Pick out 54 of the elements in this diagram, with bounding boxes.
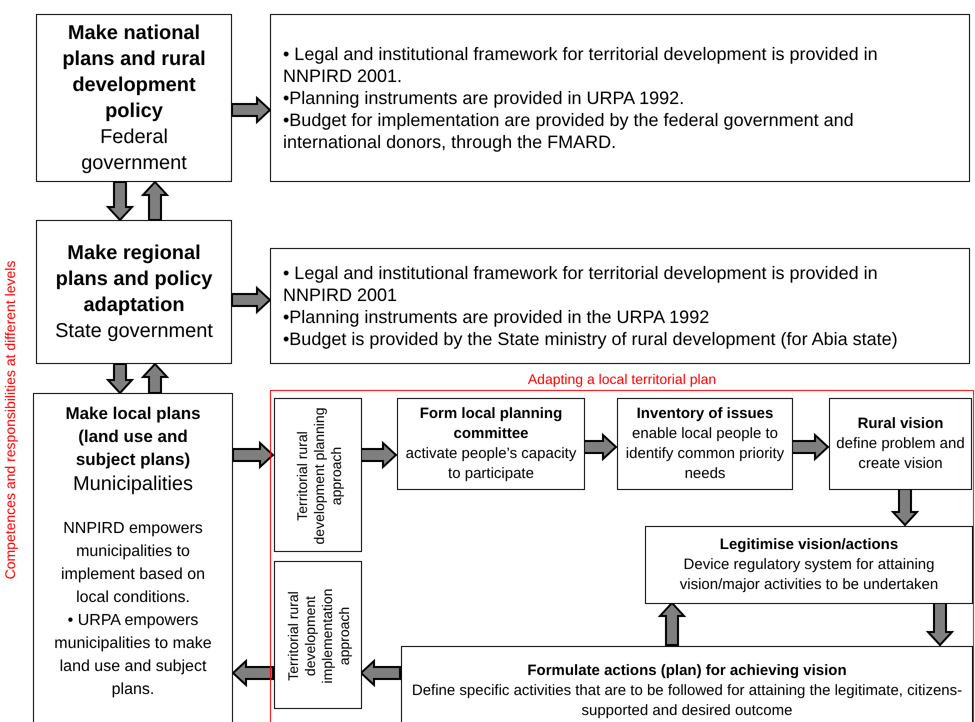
block-arrow	[231, 96, 272, 124]
block-arrow	[360, 658, 401, 688]
box-subtitle: Federal government	[80, 125, 188, 176]
step-description: Define specific activities that are to be followed for attaining the legitimate, citizens-supported and desired outcome	[410, 681, 964, 721]
rotated-text: Territorial rural development planning approach	[292, 406, 345, 546]
step-description: Device regulatory system for attaining vision/major activities to be undertaken	[678, 555, 940, 595]
bullet-text: • Legal and institutional framework for territorial development is provided in NNPIRD 2001.	[283, 43, 879, 87]
block-arrow	[658, 602, 686, 646]
step-heading: Formulate actions (plan) for achieving vision	[527, 661, 847, 681]
box-heading: Make regional plans and policy adaptation	[54, 241, 214, 318]
step-heading: Legitimise vision/actions	[720, 535, 898, 555]
box-subtitle: Municipalities	[72, 472, 194, 497]
bullet-text: •Planning instruments are provided in URPA 1992.	[283, 87, 686, 109]
block-arrow	[232, 440, 274, 470]
block-arrow	[360, 440, 398, 470]
block-arrow	[791, 432, 830, 462]
level-box	[36, 220, 232, 364]
step-heading: Inventory of issues	[636, 404, 774, 424]
block-arrow	[106, 363, 134, 394]
bullet-text: •Budget for implementation are provided by the federal government and international donors, through the FMARD.	[283, 109, 855, 153]
block-arrow	[232, 658, 274, 688]
process-box	[397, 398, 585, 490]
side-label: Competences and responsibilities at different levels	[1, 260, 19, 582]
level-box	[36, 14, 232, 182]
frame-title: Adapting a local territorial plan	[526, 370, 718, 388]
process-box	[645, 526, 973, 604]
approach-box	[274, 398, 362, 552]
box-body-text: • URPA empowers municipalities to make land use and subject plans.	[53, 611, 213, 700]
block-arrow	[140, 180, 170, 221]
step-heading: Rural vision	[858, 414, 944, 434]
level-box	[33, 393, 233, 722]
text-box	[270, 14, 970, 182]
block-arrow	[926, 602, 954, 646]
rotated-text: Territorial rural development implementation approach	[284, 588, 353, 686]
approach-box	[274, 561, 362, 709]
block-arrow	[140, 362, 170, 394]
text-box	[270, 248, 970, 364]
box-heading: Make national plans and rural development policy	[61, 21, 207, 124]
step-description: activate people’s capacity to participate	[404, 444, 578, 484]
block-arrow	[583, 432, 618, 462]
step-description: enable local people to identify common priority needs	[624, 424, 786, 484]
box-subtitle: State government	[55, 319, 213, 344]
process-box	[617, 398, 793, 490]
box-body-text: NNPIRD empowers municipalities to implement based on local conditions.	[60, 519, 206, 608]
bullet-text: • Legal and institutional framework for territorial development is provided in NNPIRD 2001	[283, 262, 879, 306]
box-heading: Make local plans (land use and subject plans)	[64, 403, 202, 471]
bullet-text: •Budget is provided by the State ministry of rural development (for Abia state)	[283, 328, 899, 350]
process-box	[401, 646, 973, 722]
block-arrow	[890, 488, 920, 526]
block-arrow	[106, 181, 134, 222]
block-arrow	[231, 286, 272, 314]
process-box	[829, 398, 972, 490]
bullet-text: •Planning instruments are provided in the URPA 1992	[283, 306, 710, 328]
step-description: define problem and create vision	[835, 434, 966, 474]
